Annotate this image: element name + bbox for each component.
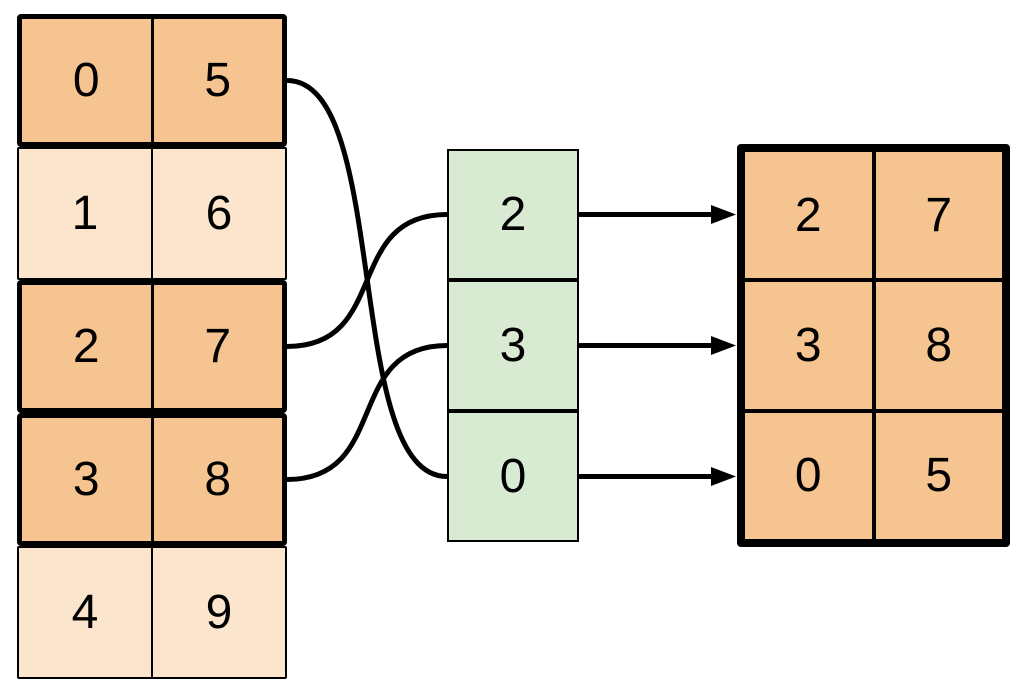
source-cell: 6: [205, 187, 233, 240]
source-cell: 7: [204, 320, 232, 373]
source-cell: 2: [22, 285, 154, 408]
source-cell: 5: [204, 54, 232, 107]
result-table: 2 7 3 8 0 5: [737, 144, 1010, 547]
result-cell: 2: [743, 150, 874, 281]
result-cell: 5: [873, 410, 1004, 541]
source-cell: 1: [19, 149, 153, 278]
source-row: 2 7: [17, 280, 287, 413]
result-cell: 7: [873, 150, 1004, 281]
index-cell: 2: [447, 149, 579, 280]
source-cell: 8: [204, 453, 232, 506]
gather-curve-connector: [286, 212, 448, 349]
source-cell: 9: [205, 586, 233, 639]
source-cell: 3: [22, 418, 154, 541]
source-row: 3 8: [17, 413, 287, 546]
gather-curve-connector: [286, 343, 448, 482]
source-row: 1 6: [17, 147, 287, 280]
result-cell: 8: [873, 280, 1004, 411]
source-cell: 4: [19, 548, 153, 677]
result-cell: 3: [743, 280, 874, 411]
index-cell: 0: [447, 411, 579, 542]
result-cell: 0: [743, 410, 874, 541]
source-row: 0 5: [17, 14, 287, 147]
index-cell: 3: [447, 280, 579, 411]
gather-curve-connector: [286, 78, 448, 479]
arrowhead-icon: [711, 205, 736, 224]
source-row: 4 9: [17, 546, 287, 679]
arrowhead-icon: [711, 467, 736, 486]
arrowhead-icon: [711, 336, 736, 355]
source-cell: 0: [22, 19, 154, 142]
